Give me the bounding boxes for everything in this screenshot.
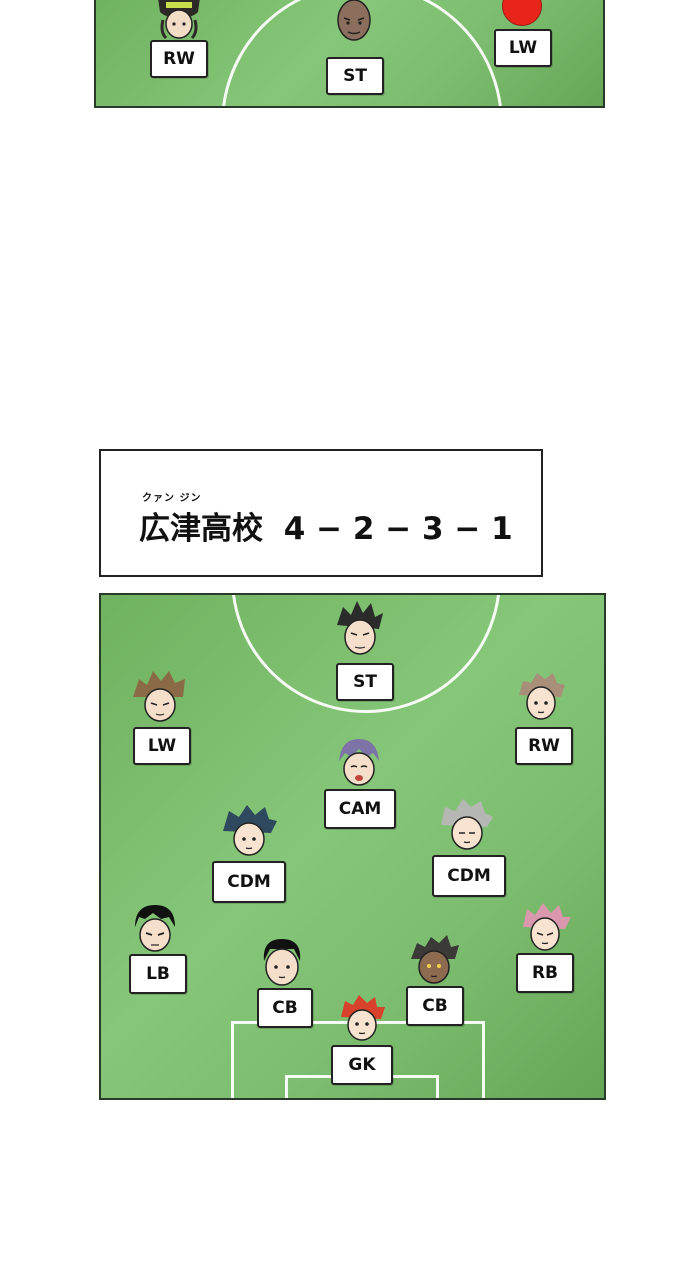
formation-title-box: クァン ジン 広津高校 4 − 2 − 3 − 1 (99, 449, 543, 577)
position-label-st: ST (326, 57, 384, 95)
player-head-cdm-right-icon (441, 799, 493, 850)
position-label-lw: LW (494, 29, 552, 67)
position-label-lb: LB (129, 954, 187, 994)
position-label-cb-right: CB (406, 986, 464, 1026)
top-formation-pitch: RW ST LW (94, 0, 605, 108)
team-name: 広津高校 (139, 511, 263, 547)
player-head-cam-icon (339, 739, 379, 786)
player-head-lw-icon (133, 671, 185, 722)
player-head-rw-icon (519, 673, 565, 720)
position-label-lw: LW (133, 727, 191, 765)
position-label-cam: CAM (324, 789, 396, 829)
team-name-ruby: クァン ジン (142, 493, 202, 504)
player-head-cb-right-icon (411, 935, 459, 984)
position-label-gk: GK (331, 1045, 393, 1085)
formation-pitch: ST LW RW CAM CDM CDM (99, 593, 606, 1100)
position-label-rw: RW (515, 727, 573, 765)
player-head-st-icon (337, 0, 371, 41)
formation-numbers: 4 − 2 − 3 − 1 (283, 511, 513, 547)
position-label-cb-left: CB (257, 988, 313, 1028)
player-head-rw-icon (158, 0, 200, 40)
player-head-st-icon (337, 601, 383, 655)
position-label-cdm-left: CDM (212, 861, 286, 903)
player-head-lw-red-icon (502, 0, 542, 26)
formation-title: 広津高校 4 − 2 − 3 − 1 (139, 503, 513, 548)
player-head-gk-icon (341, 995, 385, 1041)
player-head-rb-icon (523, 903, 571, 951)
player-head-lb-icon (135, 905, 175, 952)
position-label-st: ST (336, 663, 394, 701)
player-head-cb-left-icon (263, 939, 301, 986)
position-label-rb: RB (516, 953, 574, 993)
position-label-cdm-right: CDM (432, 855, 506, 897)
position-label-rw: RW (150, 40, 208, 78)
player-head-cdm-left-icon (223, 805, 277, 856)
